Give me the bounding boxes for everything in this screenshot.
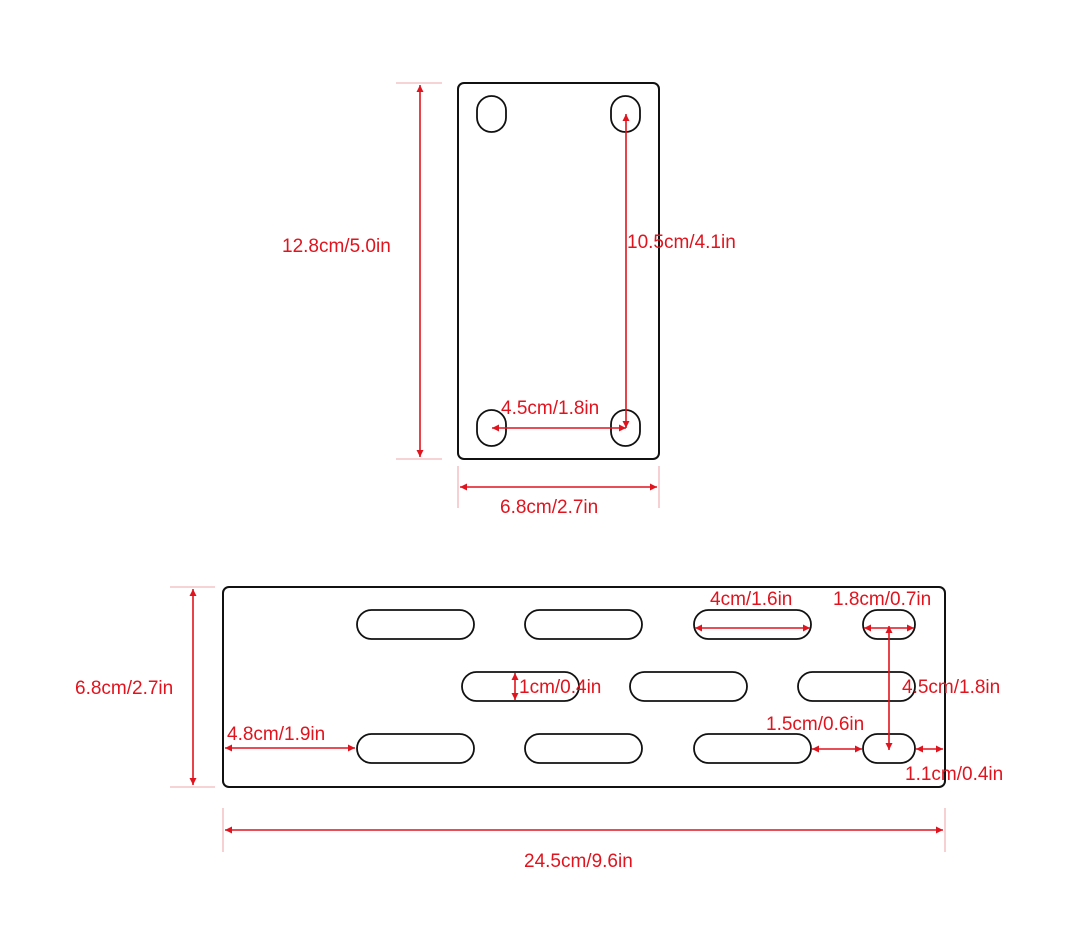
small-hole-horizontal-label: 4.5cm/1.8in xyxy=(501,398,599,419)
edge-offset-label: 4.8cm/1.9in xyxy=(227,724,325,745)
small-plate: 12.8cm/5.0in 6.8cm/2.7in 10.5cm/4.1in 4.… xyxy=(282,82,736,518)
small-plate-outline xyxy=(457,82,660,460)
short-slot-length-label: 1.8cm/0.7in xyxy=(833,589,931,610)
large-plate-slot xyxy=(693,733,812,764)
end-margin-label: 1.1cm/0.4in xyxy=(905,764,1003,785)
large-plate-slot xyxy=(797,671,916,702)
large-plate-slot xyxy=(356,733,475,764)
small-width-label: 6.8cm/2.7in xyxy=(500,497,598,518)
large-plate-slot xyxy=(629,671,748,702)
large-plate: 6.8cm/2.7in 24.5cm/9.6in 4cm/1.6in 1.8cm… xyxy=(75,586,1003,872)
large-plate-slot xyxy=(524,609,643,640)
slot-length-label: 4cm/1.6in xyxy=(710,589,792,610)
small-hole-vertical-label: 10.5cm/4.1in xyxy=(627,232,736,253)
row-spacing-label: 4.5cm/1.8in xyxy=(902,677,1000,698)
large-plate-outline xyxy=(222,586,946,788)
small-plate-hole-top-left xyxy=(476,95,507,133)
small-height-label: 12.8cm/5.0in xyxy=(282,236,391,257)
large-height-label: 6.8cm/2.7in xyxy=(75,678,173,699)
large-plate-slot xyxy=(461,671,580,702)
large-plate-slot xyxy=(524,733,643,764)
large-width-label: 24.5cm/9.6in xyxy=(524,851,633,872)
large-plate-slot xyxy=(356,609,475,640)
slot-width-label: 1cm/0.4in xyxy=(519,677,601,698)
large-plate-slot xyxy=(693,609,812,640)
slot-gap-label: 1.5cm/0.6in xyxy=(766,714,864,735)
